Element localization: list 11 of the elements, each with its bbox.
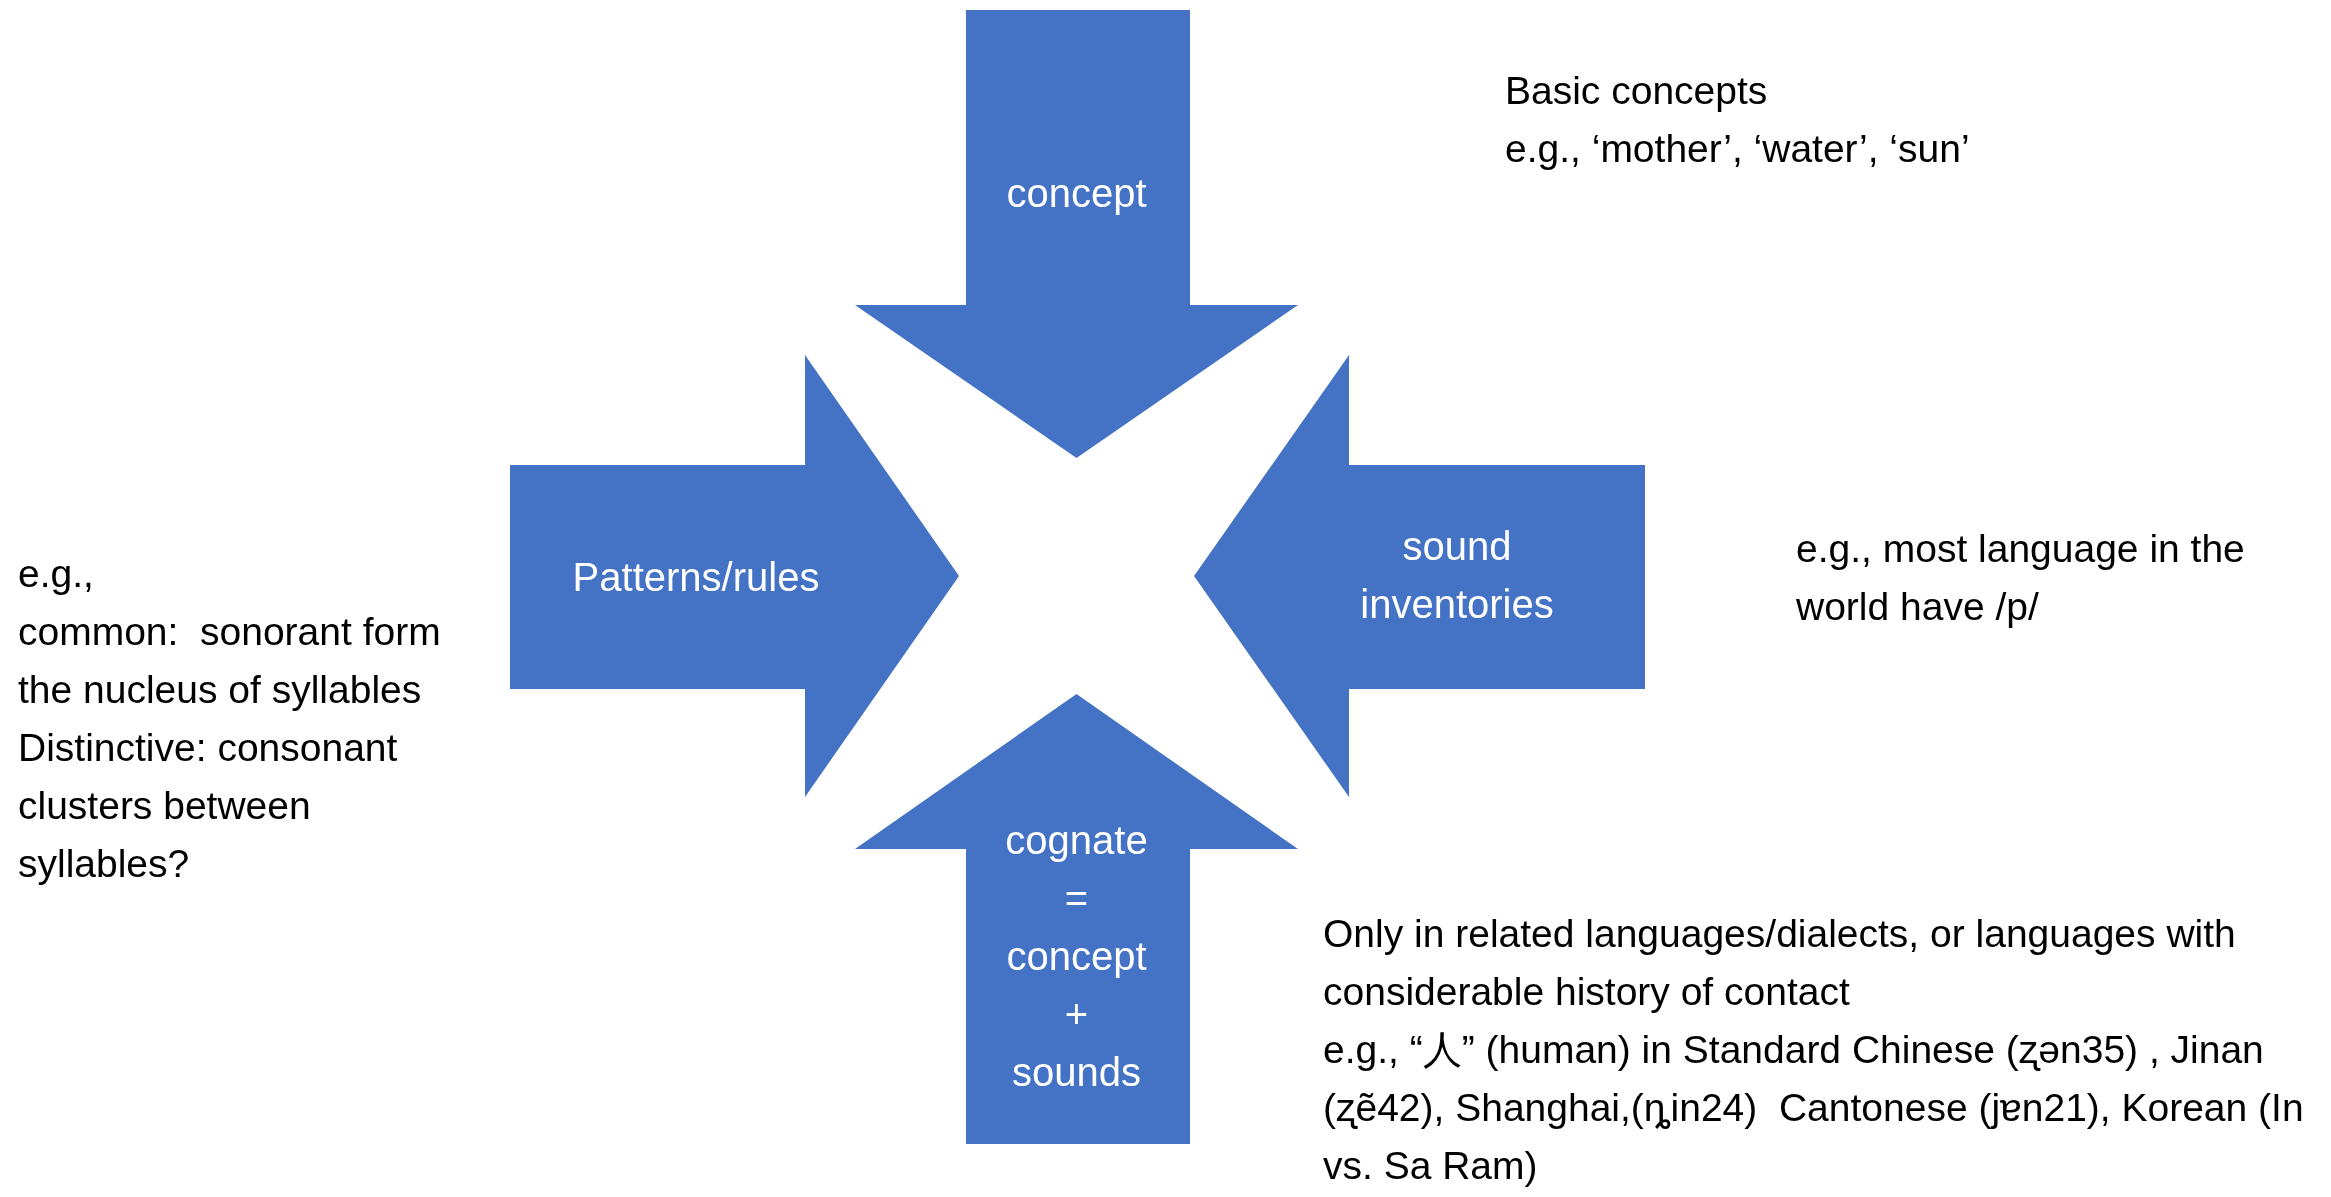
arrow-label: cognate = concept + sounds (1004, 817, 1149, 1096)
annotation-text: Distinctive: consonant clusters between syllables? (18, 725, 399, 887)
arrow-label: concept (1005, 170, 1148, 217)
annotation-text: e.g., ‘mother’, ‘water’, ‘sun’ (1505, 126, 1971, 172)
annotation-text: e.g., most language in the world have /p/ (1796, 526, 2246, 630)
arrow-label: Patterns/rules (571, 554, 821, 601)
annotation-text: e.g., “人” (human) in Standard Chinese (ʐən35) , Jinan (ʐẽ42), Shanghai,(ȵin24) Cantonese (jɐn21), Korean (In vs. Sa Ram) (1323, 1027, 2305, 1189)
annotation-text: e.g., (18, 551, 95, 597)
arrow-label: sound inventories (1359, 523, 1555, 628)
annotation-text: Basic concepts (1505, 68, 1769, 114)
annotation-text: common: sonorant form the nucleus of syllables (18, 609, 442, 713)
